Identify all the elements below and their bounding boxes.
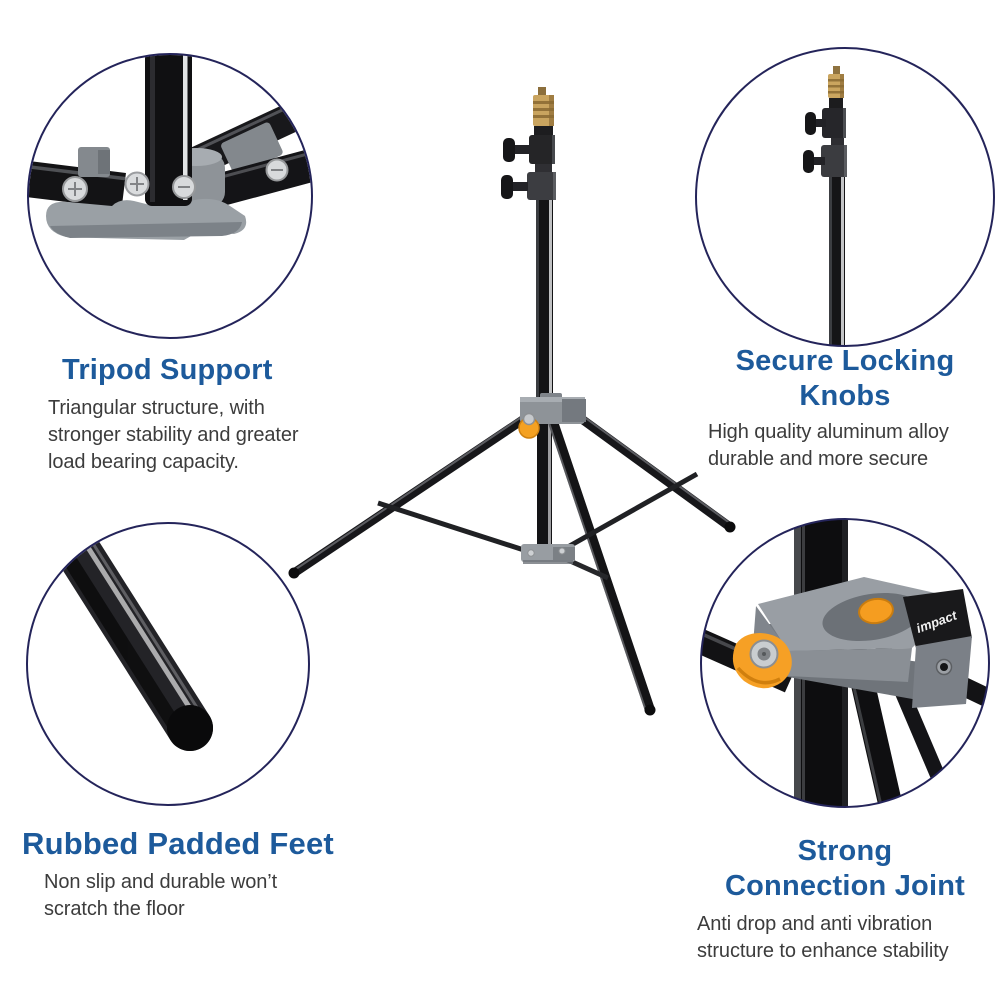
callout-circle-locking-knobs bbox=[695, 47, 995, 347]
joint-orange-button bbox=[858, 597, 894, 625]
callout-ring-connection-joint bbox=[700, 518, 990, 808]
heading-line: Strong bbox=[797, 835, 893, 867]
joint-screws bbox=[62, 158, 289, 202]
joint-clamp-upper-right bbox=[221, 122, 283, 176]
rubbed-padded-feet-description: Non slip and durable won’t scratch the f… bbox=[44, 869, 277, 923]
callout-circle-tripod-joint bbox=[27, 53, 313, 339]
spigot-pin bbox=[538, 87, 546, 97]
locking-knob-lower bbox=[501, 172, 556, 200]
rubbed-padded-feet-heading: Rubbed Padded Feet bbox=[22, 826, 334, 861]
stand-upper-hub bbox=[518, 393, 586, 439]
joint-orange-lever bbox=[732, 633, 792, 689]
strong-connection-joint-description: Anti drop and anti vibration structure t… bbox=[697, 911, 949, 965]
stand-right-leg bbox=[563, 404, 736, 533]
description-line: Non slip and durable won’t bbox=[44, 871, 278, 893]
callout-knob-lower bbox=[803, 145, 847, 177]
heading-line: Secure Locking bbox=[735, 345, 955, 377]
tripod-support-heading: Tripod Support bbox=[62, 354, 273, 386]
callout-pole bbox=[829, 177, 845, 346]
callout-circle-connection-joint: impact bbox=[700, 518, 990, 808]
description-line: load bearing capacity. bbox=[48, 451, 239, 473]
callout-circle-padded-foot bbox=[26, 522, 310, 806]
callout-foot-tube bbox=[51, 524, 213, 751]
callout-ring-locking-knobs bbox=[695, 47, 995, 347]
description-line: scratch the floor bbox=[44, 898, 185, 920]
description-line: structure to enhance stability bbox=[697, 940, 949, 962]
strong-connection-joint-heading: Strong Connection Joint bbox=[692, 834, 998, 904]
description-line: durable and more secure bbox=[708, 448, 929, 470]
secure-locking-knobs-description: High quality aluminum alloy durable and … bbox=[708, 419, 949, 473]
description-line: Triangular structure, with bbox=[48, 397, 265, 419]
heading-line: Knobs bbox=[799, 380, 891, 412]
description-line: stronger stability and greater bbox=[48, 424, 299, 446]
joint-center-column bbox=[145, 55, 192, 206]
callout-knob-upper bbox=[805, 108, 846, 138]
description-line: Anti drop and anti vibration bbox=[697, 913, 933, 935]
heading-line: Connection Joint bbox=[724, 870, 965, 902]
stand-top-section bbox=[501, 87, 556, 200]
callout-brass-spigot bbox=[828, 74, 844, 98]
tripod-support-description: Triangular structure, with stronger stab… bbox=[48, 395, 299, 476]
callout-ring-padded-foot bbox=[26, 522, 310, 806]
secure-locking-knobs-heading: Secure Locking Knobs bbox=[692, 344, 998, 414]
joint-brand-band bbox=[903, 589, 972, 648]
stand-front-leg bbox=[546, 411, 656, 716]
stand-lower-hub bbox=[521, 544, 575, 564]
foot-end-cap bbox=[167, 705, 213, 751]
stand-left-leg bbox=[288, 408, 538, 579]
callout-ring-tripod-joint bbox=[27, 53, 313, 339]
light-stand-photo bbox=[288, 87, 736, 716]
brass-spigot bbox=[533, 95, 554, 126]
locking-knob-upper bbox=[503, 135, 555, 164]
stand-center-pole bbox=[536, 196, 553, 552]
description-line: High quality aluminum alloy bbox=[708, 421, 949, 443]
